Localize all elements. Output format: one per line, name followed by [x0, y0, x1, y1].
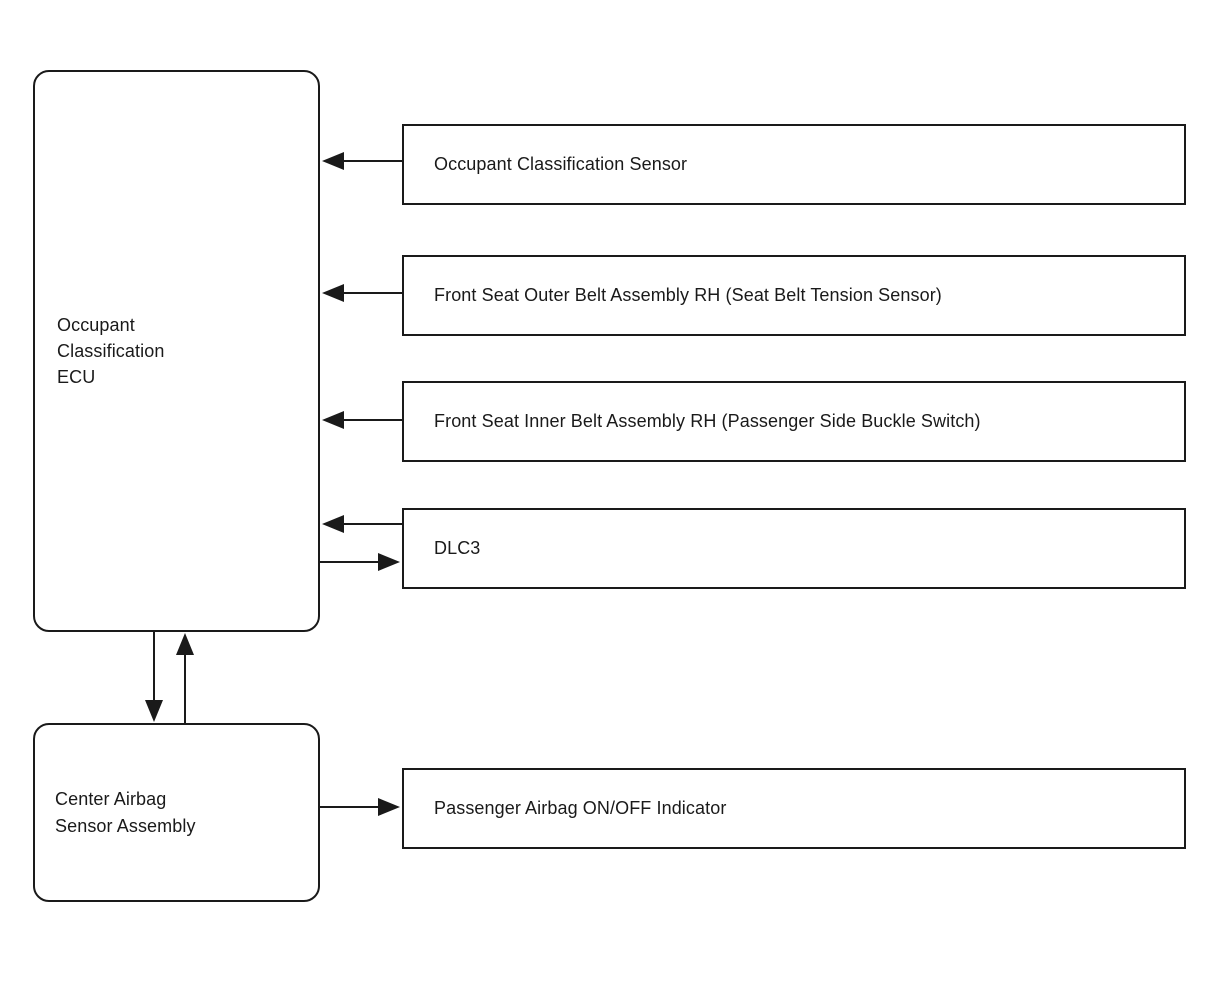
node-front-seat-outer-belt-assembly-rh[interactable]: Front Seat Outer Belt Assembly RH (Seat … [402, 255, 1186, 336]
node-passenger-airbag-on-off-indicator[interactable]: Passenger Airbag ON/OFF Indicator [402, 768, 1186, 849]
node-dlc3[interactable]: DLC3 [402, 508, 1186, 589]
node-occupant-classification-sensor[interactable]: Occupant Classification Sensor [402, 124, 1186, 205]
connector-sensor-to-ecu [322, 152, 402, 170]
node-center-airbag-sensor-assembly[interactable]: Center Airbag Sensor Assembly [33, 723, 320, 902]
connector-center-airbag-sensor-to-ecu [176, 633, 194, 723]
node-label-occupant-classification-sensor: Occupant Classification Sensor [434, 154, 688, 175]
connector-center-airbag-sensor-to-indicator [320, 798, 400, 816]
connector-outer-belt-to-ecu [322, 284, 402, 302]
connector-dlc3-to-ecu [322, 515, 402, 533]
node-label-front-seat-inner-belt-assembly-rh: Front Seat Inner Belt Assembly RH (Passe… [434, 411, 981, 432]
node-front-seat-inner-belt-assembly-rh[interactable]: Front Seat Inner Belt Assembly RH (Passe… [402, 381, 1186, 462]
connector-ecu-to-dlc3 [320, 553, 400, 571]
node-label-center-airbag-sensor-assembly: Center Airbag Sensor Assembly [55, 789, 196, 836]
connector-ecu-to-center-airbag-sensor [145, 632, 163, 722]
node-label-occupant-classification-ecu: Occupant Classification ECU [57, 314, 165, 388]
connector-inner-belt-to-ecu [322, 411, 402, 429]
node-label-dlc3: DLC3 [434, 538, 481, 559]
node-occupant-classification-ecu[interactable]: Occupant Classification ECU [33, 70, 320, 632]
node-label-front-seat-outer-belt-assembly-rh: Front Seat Outer Belt Assembly RH (Seat … [434, 285, 942, 306]
node-label-passenger-airbag-on-off-indicator: Passenger Airbag ON/OFF Indicator [434, 798, 727, 819]
